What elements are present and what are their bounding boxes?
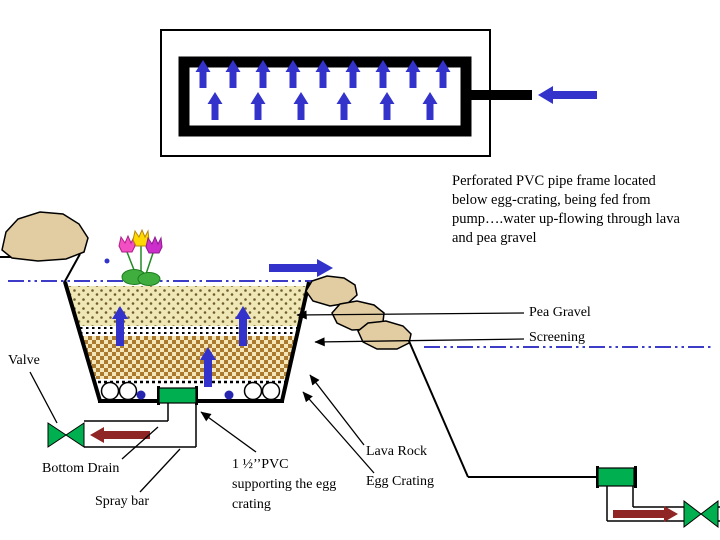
label-egg-crating: Egg Crating [366, 474, 435, 489]
rock-left [1, 211, 89, 262]
pvc-pipe-circles [100, 381, 281, 401]
pond-wall-left [63, 281, 102, 402]
screening-leader-line [314, 337, 525, 347]
valve-leader-line [29, 371, 58, 424]
tulip-magenta-icon [145, 235, 163, 254]
tulip-plant [104, 228, 163, 286]
valve-half [65, 422, 85, 448]
label-pea-gravel: Pea Gravel [529, 305, 591, 320]
ground-slope-line [408, 340, 469, 478]
tulip-pink-icon [118, 234, 136, 253]
label-pvc-support: 1 ½’’PVC supporting the egg crating [232, 457, 337, 512]
blue-dot [136, 390, 146, 400]
label-valve: Valve [8, 353, 40, 368]
pump-note-text: Perforated PVC pipe frame located below … [452, 173, 680, 246]
pipe-circle [243, 381, 263, 401]
pond-wall-right [280, 281, 311, 402]
surface-flow-arrow-icon [269, 259, 333, 277]
pipe-inlet-stub [470, 90, 532, 100]
fitting-end-cap [634, 466, 637, 488]
drain-pipe-right [606, 486, 720, 522]
drain-flow-arrow-right-icon [613, 506, 678, 522]
lava-rock-leader-line [309, 374, 365, 446]
rock-cascade-3 [357, 320, 412, 350]
label-lava-rock: Lava Rock [366, 444, 428, 459]
pipe-circle [261, 381, 281, 401]
plant-leaves [137, 272, 161, 286]
valve-half [47, 422, 67, 448]
leader-lines [29, 310, 525, 493]
rock-cascade-1 [305, 275, 358, 307]
tulip-yellow-icon [132, 228, 150, 247]
label-bottom-drain: Bottom Drain [42, 461, 120, 476]
pipe-circle [118, 381, 138, 401]
valve-half [683, 499, 702, 529]
pvc-pipe-frame-top-view [160, 29, 597, 157]
label-screening: Screening [529, 330, 585, 345]
drain-flow-arrow-left-icon [90, 427, 150, 443]
spray-bar-leader-line [139, 448, 181, 493]
label-spray-bar: Spray bar [95, 494, 150, 509]
small-blue-mark [104, 258, 110, 264]
fitting-body [597, 467, 635, 487]
blue-dot [224, 390, 234, 400]
pond-cross-section [63, 281, 311, 405]
bank-line-left [63, 253, 81, 284]
pvc-support-leader-line [200, 411, 257, 453]
pipe-circle [100, 381, 120, 401]
drain-pipe-left [84, 403, 197, 448]
bottom-drain-leader-line [121, 426, 159, 460]
lava-rock-layer [67, 336, 307, 379]
pea-gravel-leader-line [296, 310, 525, 320]
valve-bowtie-left-icon [47, 422, 85, 448]
valve-half [700, 499, 719, 529]
fitting-body [158, 387, 197, 404]
inflow-arrow-icon [538, 86, 597, 104]
bottom-drain-fitting [157, 386, 198, 405]
valve-bowtie-right-icon [683, 499, 719, 529]
outlet-fitting-right [596, 466, 637, 488]
egg-crating-leader-line [302, 391, 375, 474]
pea-gravel-layer [67, 286, 307, 326]
